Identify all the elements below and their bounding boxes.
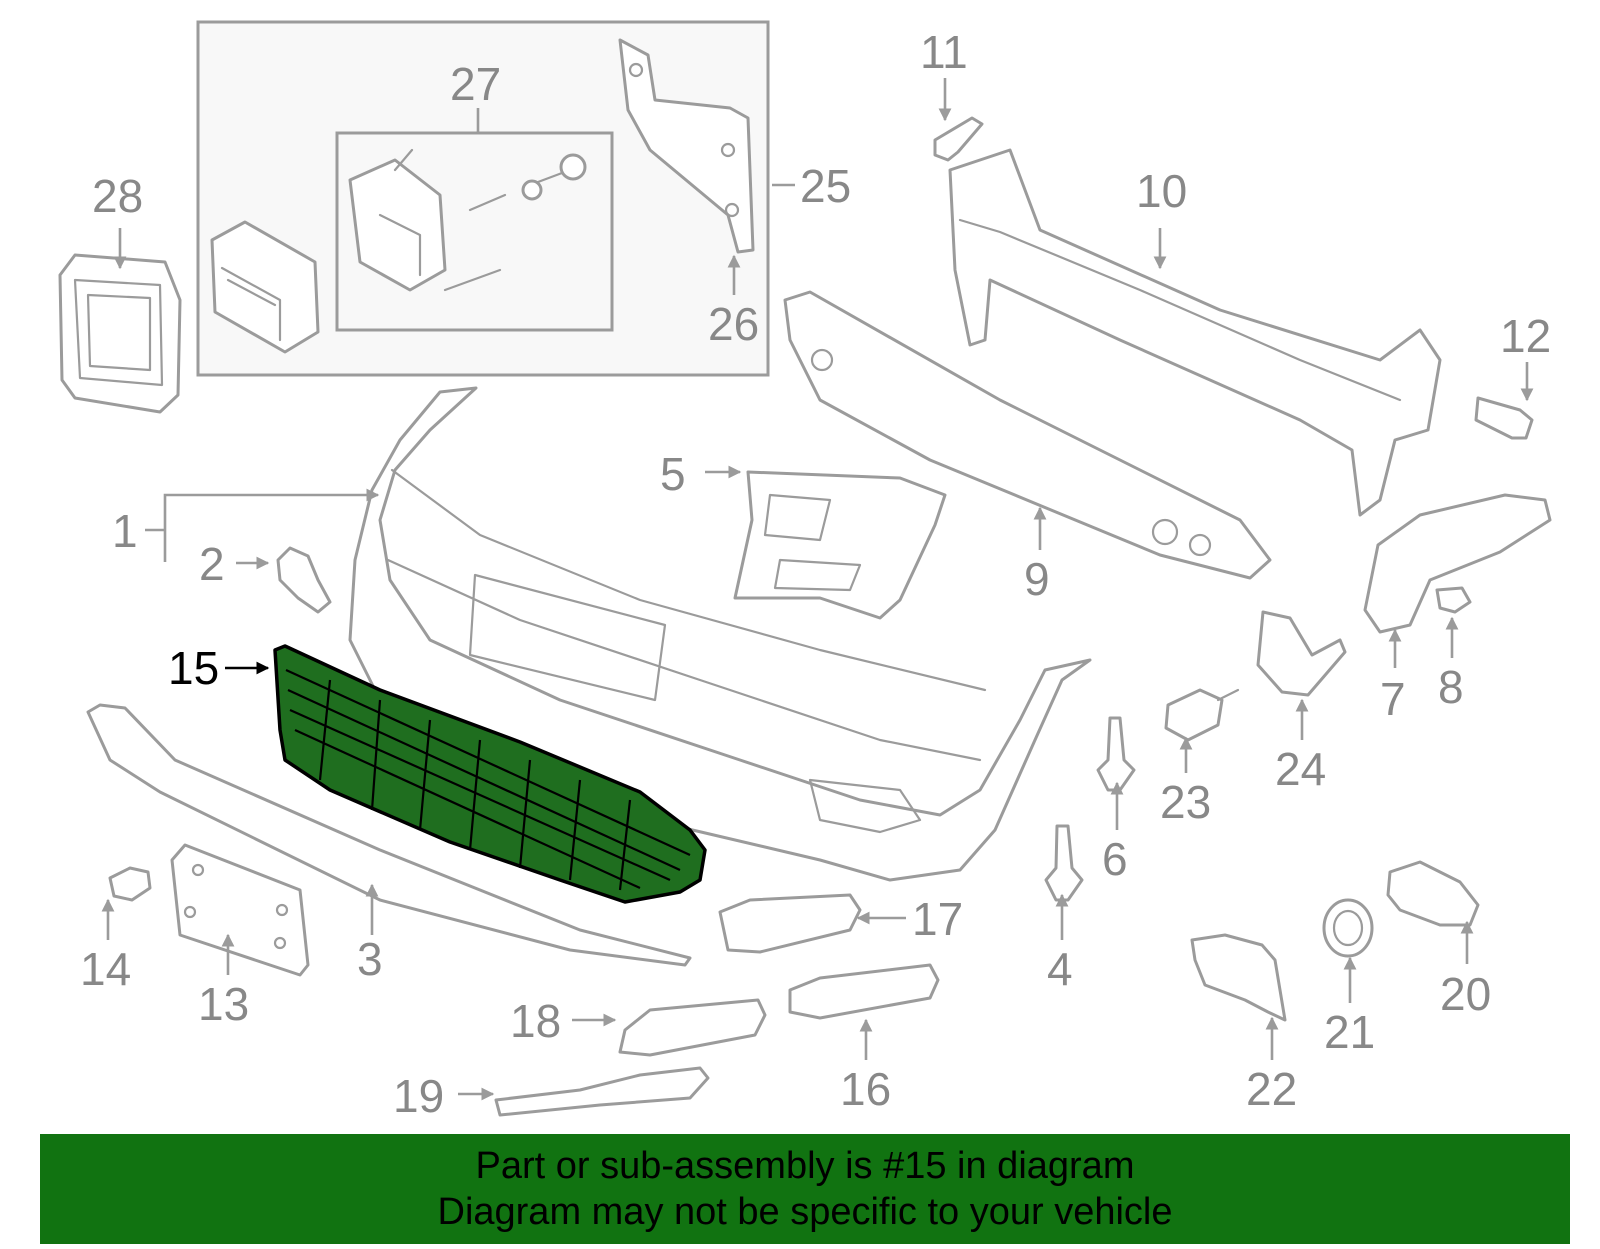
clip-part-8 <box>1435 586 1472 614</box>
callout-5: 5 <box>660 448 686 500</box>
callout-28: 28 <box>92 170 143 222</box>
bracket-part-5 <box>733 470 947 620</box>
control-module-part <box>210 220 320 354</box>
bolt-part-12 <box>1474 396 1534 440</box>
bracket-part-24 <box>1256 610 1347 697</box>
callout-27: 27 <box>450 58 501 110</box>
callout-2: 2 <box>199 538 225 590</box>
bracket-5-detail <box>763 493 862 592</box>
callout-10: 10 <box>1136 165 1187 217</box>
plate-hole <box>273 936 287 950</box>
absorber-hole <box>810 348 834 372</box>
callout-7: 7 <box>1380 673 1406 725</box>
grommet-inner <box>1332 909 1364 947</box>
leader-lines <box>101 78 1534 1101</box>
bracket-part-22 <box>1190 933 1287 1022</box>
mount-bracket-part <box>618 38 755 254</box>
reinforcement-bar-part <box>948 148 1442 517</box>
callout-15: 15 <box>168 642 219 694</box>
banner-line-2: Diagram may not be specific to your vehi… <box>437 1191 1173 1233</box>
cap-part-2 <box>276 546 332 614</box>
trim-part-16 <box>788 963 940 1020</box>
inset-box-group <box>196 20 770 377</box>
trim-part-18 <box>618 998 767 1057</box>
callout-1: 1 <box>112 505 138 557</box>
callout-9: 9 <box>1024 553 1050 605</box>
reinforcement-edge <box>958 218 1402 402</box>
trim-part-17 <box>718 893 862 954</box>
callout-3: 3 <box>357 933 383 985</box>
sensor-part-23 <box>1164 688 1224 742</box>
part-info-banner: Part or sub-assembly is #15 in diagram D… <box>40 1134 1570 1244</box>
bracket-hole <box>724 202 740 218</box>
callout-4: 4 <box>1047 943 1073 995</box>
callout-12: 12 <box>1500 310 1551 362</box>
sensor-23-pin <box>1216 688 1240 702</box>
highlighted-grille-15 <box>273 644 707 904</box>
plate-hole <box>183 905 197 919</box>
callout-14: 14 <box>80 943 131 995</box>
absorber-hole <box>1188 533 1212 557</box>
callout-11: 11 <box>920 26 968 78</box>
callout-19: 19 <box>393 1070 444 1122</box>
callout-23: 23 <box>1160 776 1211 828</box>
banner-line-1: Part or sub-assembly is #15 in diagram <box>475 1145 1135 1187</box>
clip-part-14 <box>108 866 152 902</box>
callout-22: 22 <box>1246 1063 1297 1115</box>
callout-13: 13 <box>198 978 249 1030</box>
callout-labels: 1 2 3 4 5 6 7 8 9 10 11 12 13 14 15 16 1… <box>80 26 1551 1122</box>
callout-20: 20 <box>1440 968 1491 1020</box>
absorber-hole <box>1151 518 1179 546</box>
frame-inner <box>73 278 164 387</box>
sensor-nut <box>559 153 587 181</box>
bumper-cover-detail <box>386 468 987 762</box>
callout-24: 24 <box>1275 743 1326 795</box>
energy-absorber-part <box>783 290 1272 580</box>
callout-21: 21 <box>1324 1006 1375 1058</box>
callout-16: 16 <box>840 1063 891 1115</box>
callout-8: 8 <box>1438 661 1464 713</box>
bracket-part-7 <box>1363 493 1552 634</box>
sensor-part-20 <box>1386 860 1480 927</box>
sensor-bolts <box>378 148 572 292</box>
bracket-hole <box>628 62 644 78</box>
plate-hole <box>275 903 289 917</box>
grommet-part-21 <box>1322 898 1374 958</box>
leader-1 <box>163 488 380 530</box>
sensor-washer <box>521 179 543 201</box>
lower-grille-part <box>273 644 707 904</box>
callout-6: 6 <box>1102 833 1128 885</box>
leader-1-bracket <box>145 528 167 562</box>
lower-trim-part-3 <box>86 703 692 967</box>
control-module-detail <box>220 266 282 342</box>
push-pin-part-6 <box>1096 716 1136 792</box>
callout-25: 25 <box>800 160 851 212</box>
grille-slats <box>285 668 691 891</box>
callout-18: 18 <box>510 995 561 1047</box>
push-pin-part-4 <box>1044 824 1084 902</box>
fog-opening <box>808 778 922 834</box>
bracket-hole <box>720 142 736 158</box>
trim-part-19 <box>494 1066 710 1117</box>
plate-hole <box>191 863 205 877</box>
bolt-part-11 <box>933 116 984 162</box>
callout-17: 17 <box>912 893 963 945</box>
callout-26: 26 <box>708 298 759 350</box>
sensor-bracket-part <box>348 158 447 292</box>
